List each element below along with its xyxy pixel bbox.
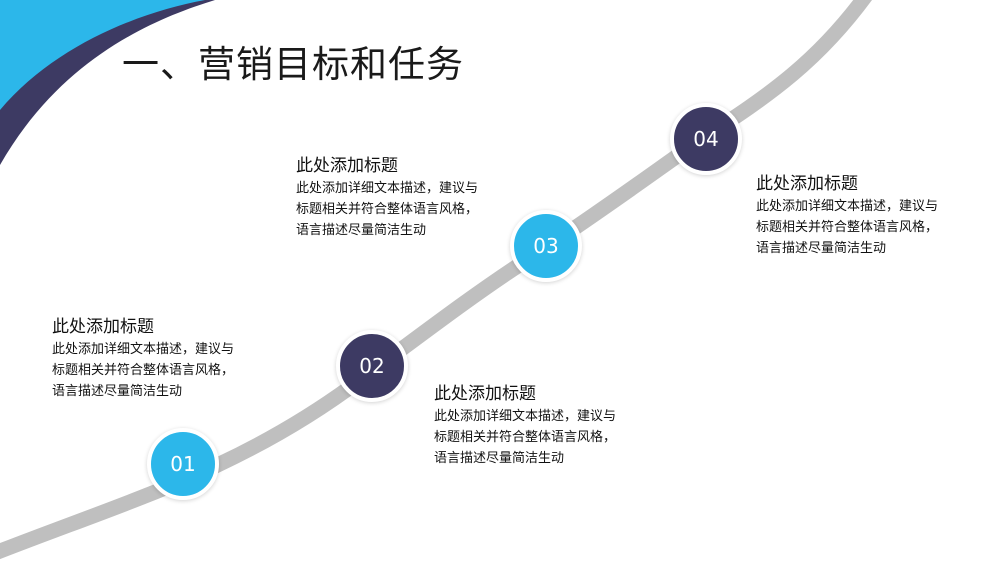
step-04-number: 04 [693, 127, 719, 151]
page-title: 一、营销目标和任务 [122, 43, 464, 86]
corner-swoosh-light [0, 0, 205, 110]
step-03-description-line: 语言描述尽量简洁生动 [296, 223, 427, 238]
step-01-description-line: 此处添加详细文本描述，建议与 [52, 342, 235, 357]
step-03-marker: 03 [510, 210, 582, 282]
step-03-description-line: 此处添加详细文本描述，建议与 [296, 181, 479, 196]
step-02-marker: 02 [336, 330, 408, 402]
step-01-text-block: 此处添加标题 此处添加详细文本描述，建议与 标题相关并符合整体语言风格， 语言描… [52, 315, 282, 402]
step-02-heading: 此处添加标题 [434, 384, 536, 404]
step-01-description-line: 标题相关并符合整体语言风格， [52, 363, 235, 378]
step-01-description-line: 语言描述尽量简洁生动 [52, 384, 183, 399]
step-04-marker: 04 [670, 103, 742, 175]
step-03-description: 此处添加详细文本描述，建议与 标题相关并符合整体语言风格， 语言描述尽量简洁生动 [296, 178, 526, 241]
step-02-description-line: 标题相关并符合整体语言风格， [434, 430, 617, 445]
step-04-description-line: 标题相关并符合整体语言风格， [756, 220, 939, 235]
step-04-description-line: 此处添加详细文本描述，建议与 [756, 199, 939, 214]
step-01-number: 01 [170, 452, 196, 476]
step-03-number: 03 [533, 234, 559, 258]
step-04-heading: 此处添加标题 [756, 174, 858, 194]
step-03-description-line: 标题相关并符合整体语言风格， [296, 202, 479, 217]
step-01-heading: 此处添加标题 [52, 317, 154, 337]
step-01-description: 此处添加详细文本描述，建议与 标题相关并符合整体语言风格， 语言描述尽量简洁生动 [52, 339, 282, 402]
step-02-text-block: 此处添加标题 此处添加详细文本描述，建议与 标题相关并符合整体语言风格， 语言描… [434, 382, 664, 469]
step-02-number: 02 [359, 354, 385, 378]
step-04-description-line: 语言描述尽量简洁生动 [756, 241, 887, 256]
step-04-text-block: 此处添加标题 此处添加详细文本描述，建议与 标题相关并符合整体语言风格， 语言描… [756, 172, 986, 259]
step-04-description: 此处添加详细文本描述，建议与 标题相关并符合整体语言风格， 语言描述尽量简洁生动 [756, 196, 986, 259]
step-02-description-line: 语言描述尽量简洁生动 [434, 451, 565, 466]
step-01-marker: 01 [147, 428, 219, 500]
step-02-description-line: 此处添加详细文本描述，建议与 [434, 409, 617, 424]
step-02-description: 此处添加详细文本描述，建议与 标题相关并符合整体语言风格， 语言描述尽量简洁生动 [434, 406, 664, 469]
step-03-text-block: 此处添加标题 此处添加详细文本描述，建议与 标题相关并符合整体语言风格， 语言描… [296, 154, 526, 241]
step-03-heading: 此处添加标题 [296, 156, 398, 176]
